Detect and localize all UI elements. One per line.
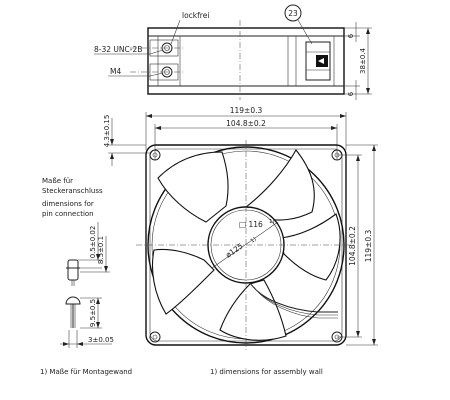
label-m4: M4 [110,67,121,76]
corner-hole-bottom-left [149,331,161,343]
footnote-de: 1) Maße für Montagewand [40,368,132,376]
balloon-23-label: 23 [288,9,298,18]
dim-6-bottom: 6 [347,91,355,96]
corner-hole-top-left [149,149,161,161]
balloon-23 [284,4,302,22]
label-connector-en-1: dimensions for [42,200,94,208]
connector-detail: Maße für Steckeranschluss dimensions for… [42,177,114,348]
fan-blades [151,149,341,341]
dim-6-top: 6 [347,33,355,38]
top-housing-outline [147,27,345,95]
top-screw-upper [130,39,185,57]
dim-3: 3±0.05 [88,336,114,344]
pin-upper [66,259,80,286]
dim-38: 38±0.4 [359,48,367,74]
label-connector-en-2: pin connection [42,210,94,218]
dim-104-right: 104.8±0.2 [348,226,357,266]
top-view: lockfrei 8-32 UNC-2B M4 23 6 38±0.4 6 [94,4,372,100]
dim-0-5: 0.5±0.02 [89,226,97,259]
front-view: 119±0.3 104.8±0.2 4.3±0.15 [103,106,378,350]
label-thread-size: 8-32 UNC-2B [94,45,142,54]
dim-4-3: 4.3±0.15 [103,115,111,148]
label-diameter-note: 1) [250,236,258,244]
dim-119-right: 119±0.3 [364,230,373,263]
label-square-note: 1) [269,219,275,225]
label-square-116: □ 116 [239,220,263,229]
dim-9-5: 9.5±0.5 [89,299,97,327]
top-screw-lower [130,63,185,81]
dim-104-top: 104.8±0.2 [226,119,266,128]
pin-lower [65,296,81,328]
footnote-en: 1) dimensions for assembly wall [210,368,323,376]
label-connector-de-2: Steckeranschluss [42,187,103,195]
label-connector-de-1: Maße für [42,177,73,185]
top-label-plate [305,41,331,81]
dim-8-5: 8.5±0.1 [97,236,105,264]
dim-119-top: 119±0.3 [230,106,263,115]
label-lockfrei: lockfrei [182,11,209,20]
